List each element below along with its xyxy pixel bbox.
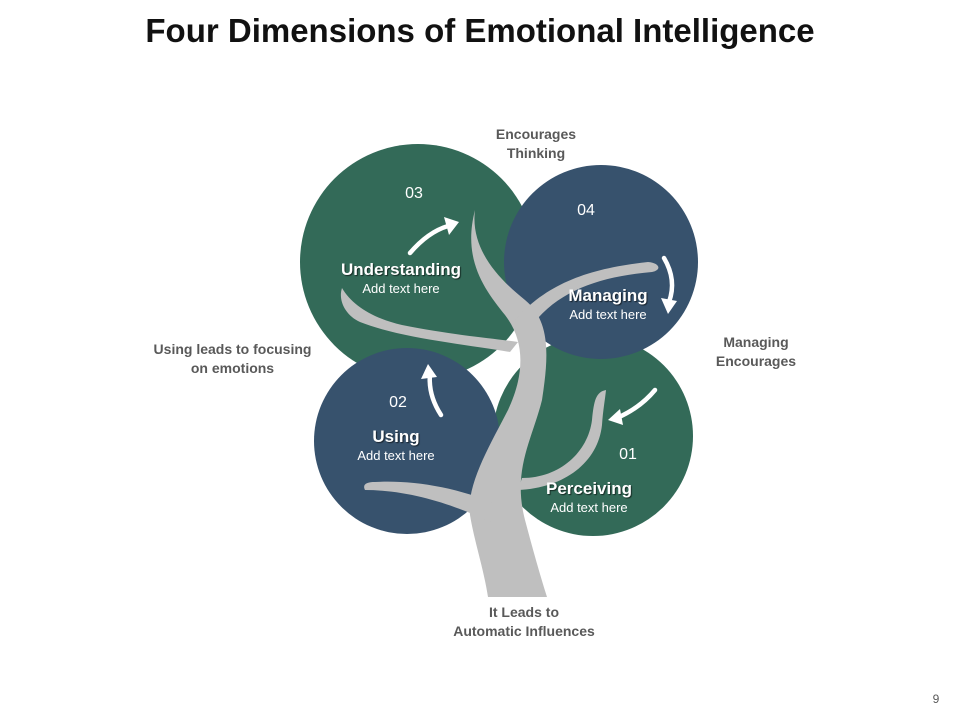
petal-text: Add text here: [550, 500, 628, 515]
page-title: Four Dimensions of Emotional Intelligenc…: [145, 12, 815, 49]
petal-understanding: Understanding Add text here: [321, 259, 481, 298]
label-encourages-thinking: Encourages Thinking: [495, 126, 577, 161]
label-using-leads: Using leads to focusing on emotions: [153, 341, 312, 376]
petal-managing: Managing Add text here: [528, 285, 688, 324]
page-number: 9: [932, 692, 940, 706]
petal-number-using: 02: [389, 394, 407, 411]
petal-title: Using: [372, 427, 420, 446]
label-managing-encourages: Managing Encourages: [715, 334, 797, 369]
petal-text: Add text here: [569, 307, 647, 322]
petal-number-understanding: 03: [405, 185, 423, 202]
petal-title: Managing: [568, 286, 648, 305]
petal-text: Add text here: [357, 448, 435, 463]
petal-text: Add text here: [362, 281, 440, 296]
petal-number-managing: 04: [577, 202, 595, 219]
petal-using: Using Add text here: [316, 426, 476, 465]
petal-title: Perceiving: [546, 479, 632, 498]
tree-trunk-icon: [340, 210, 659, 597]
petal-using-circle: [314, 348, 500, 534]
petal-perceiving: Perceiving Add text here: [509, 478, 669, 517]
label-automatic-influences: It Leads to Automatic Influences: [453, 604, 595, 639]
petal-managing-circle: [504, 165, 698, 359]
petal-number-perceiving: 01: [619, 446, 637, 463]
arrowheads: [421, 217, 677, 425]
petal-title: Understanding: [341, 260, 461, 279]
